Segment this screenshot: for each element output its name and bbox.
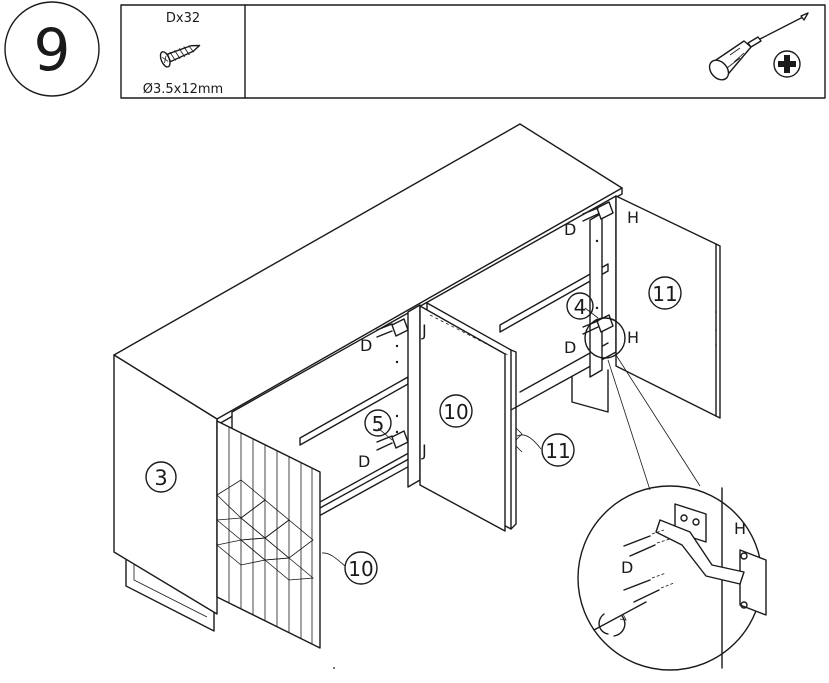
- label-j-top: J: [421, 321, 427, 340]
- hinge-labels: H H H J J D D D D D: [358, 208, 746, 577]
- center-divider: [407, 304, 421, 488]
- label-d-left-low: D: [358, 452, 370, 471]
- label-d-left-top: D: [360, 336, 372, 355]
- callout-part-4: 4: [574, 295, 587, 319]
- phillips-screwdriver-icon: [708, 12, 809, 81]
- label-d-detail: D: [621, 558, 633, 577]
- label-d-top: D: [564, 220, 576, 239]
- hardware-size: Ø3.5x12mm: [143, 82, 223, 97]
- hinge-j-low: [376, 430, 409, 451]
- step-number: 9: [34, 16, 71, 84]
- door-11-right: [615, 195, 717, 417]
- door-11-middle-edge: [510, 349, 517, 530]
- label-j-low: J: [421, 441, 427, 460]
- label-d-mid: D: [564, 338, 576, 357]
- label-h-mid: H: [627, 328, 639, 347]
- hinge-arm: [655, 519, 745, 585]
- parts-tools-box: [120, 4, 826, 99]
- left-leg: [125, 539, 215, 632]
- label-h-detail: H: [734, 519, 746, 538]
- step-number-circle: [4, 1, 100, 97]
- callout-part-10-lower: 10: [348, 557, 373, 581]
- right-leg: [571, 369, 609, 413]
- left-side-panel: [113, 354, 218, 615]
- hinge-h-top: [582, 201, 614, 222]
- door-10-left-patterned: [216, 420, 321, 649]
- callout-part-3: 3: [154, 466, 167, 490]
- door-10-center: [419, 305, 506, 532]
- right-shelf: [499, 263, 609, 333]
- phillips-head-icon: [773, 50, 801, 78]
- callout-part-10-center: 10: [443, 400, 468, 424]
- sideboard-cabinet: [113, 123, 721, 649]
- callout-part-5: 5: [372, 412, 385, 436]
- hinge-detail-magnified: [577, 485, 767, 671]
- detail-source-circle: [584, 317, 626, 359]
- screw-icon: [159, 44, 201, 68]
- part-callouts: 3 4 5 10 10 11 11: [145, 276, 682, 585]
- hinge-j-top: [376, 318, 409, 338]
- callout-part-11-middle: 11: [545, 439, 570, 463]
- hinge-plate: [739, 549, 767, 616]
- label-h-top: H: [627, 208, 639, 227]
- callout-part-11-right: 11: [652, 282, 677, 306]
- hardware-quantity: Dx32: [166, 11, 200, 26]
